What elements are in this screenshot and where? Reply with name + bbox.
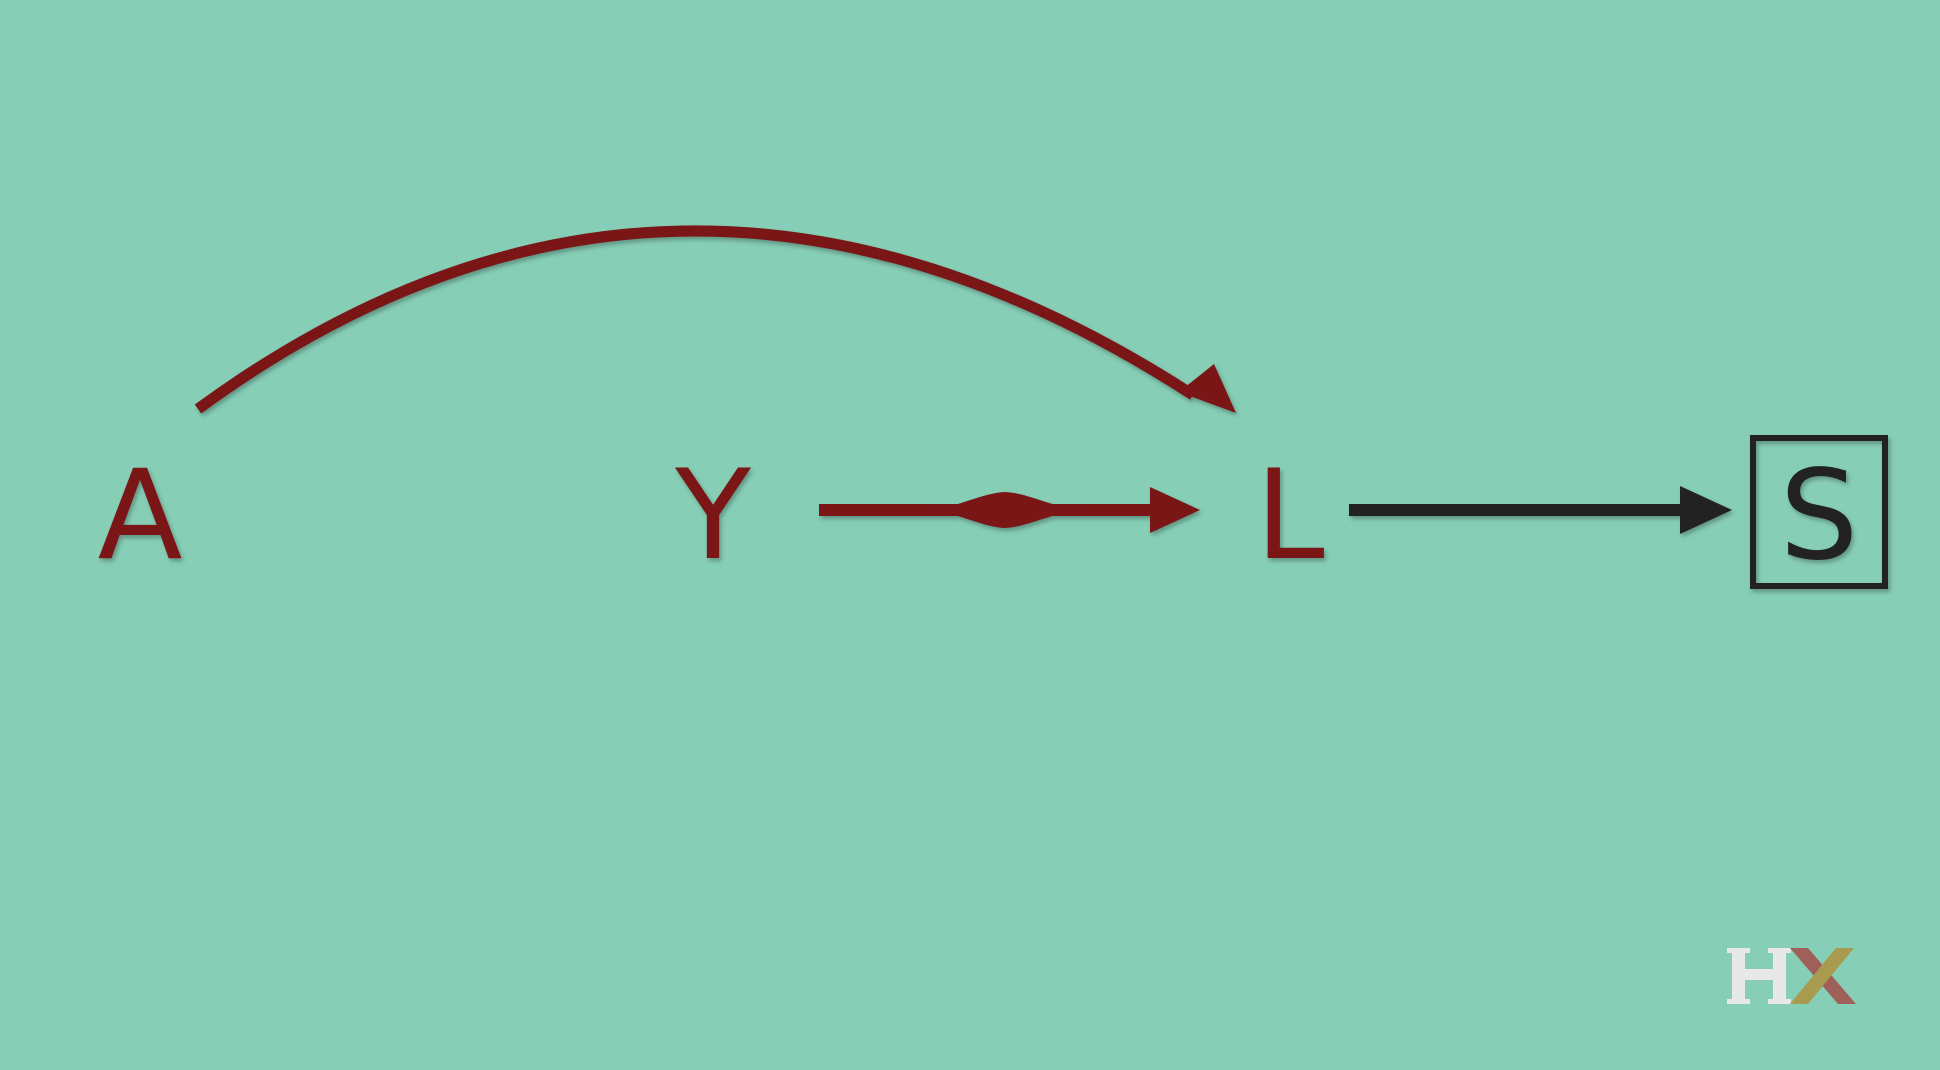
edge-a-to-l-line [194,225,1196,414]
edge-a-to-l [194,225,1236,414]
edge-l-to-s [1349,486,1732,534]
hx-logo [1727,948,1856,1004]
node-y: Y [674,444,751,588]
node-s-label: S [1780,444,1859,588]
edge-y-to-l-blob [935,492,1075,528]
node-y-label: Y [674,444,751,588]
node-l: L [1255,444,1324,588]
edge-a-to-l-arrowhead [1179,364,1236,413]
node-s-box [1750,435,1888,589]
logo-h-letter [1727,948,1791,1004]
node-l-label: L [1255,444,1324,588]
node-s: S [1750,435,1888,589]
node-a-label: A [98,444,183,588]
logo-x-letter [1790,948,1856,1004]
edge-y-to-l [819,487,1200,533]
edge-y-to-l-arrowhead [1150,487,1200,533]
edge-l-to-s-arrowhead [1680,486,1732,534]
node-a: A [98,444,183,588]
